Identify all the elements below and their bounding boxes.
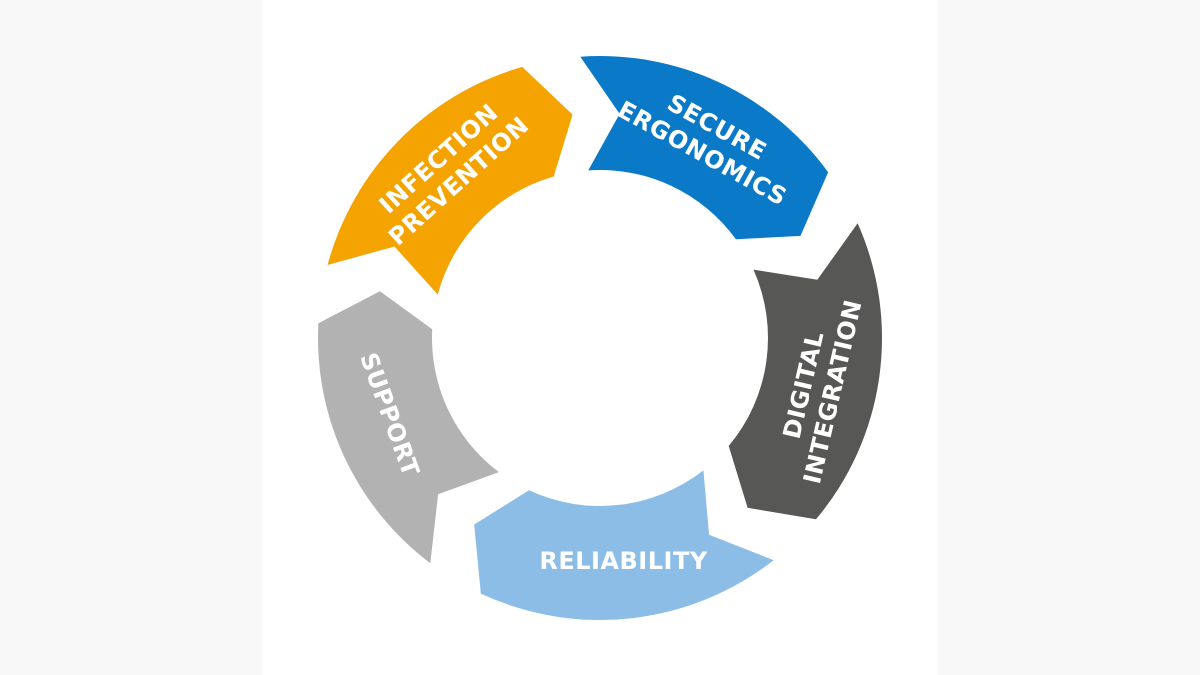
arrow-infection-prevention bbox=[327, 66, 573, 295]
cycle-arrows bbox=[318, 56, 882, 621]
arrow-reliability bbox=[474, 470, 774, 621]
label-line: RELIABILITY bbox=[539, 547, 707, 575]
arrow-digital-integration bbox=[728, 223, 882, 520]
arrow-support bbox=[318, 291, 499, 564]
label-reliability: RELIABILITY bbox=[539, 547, 707, 575]
arrow-secure-ergonomics bbox=[580, 56, 829, 240]
